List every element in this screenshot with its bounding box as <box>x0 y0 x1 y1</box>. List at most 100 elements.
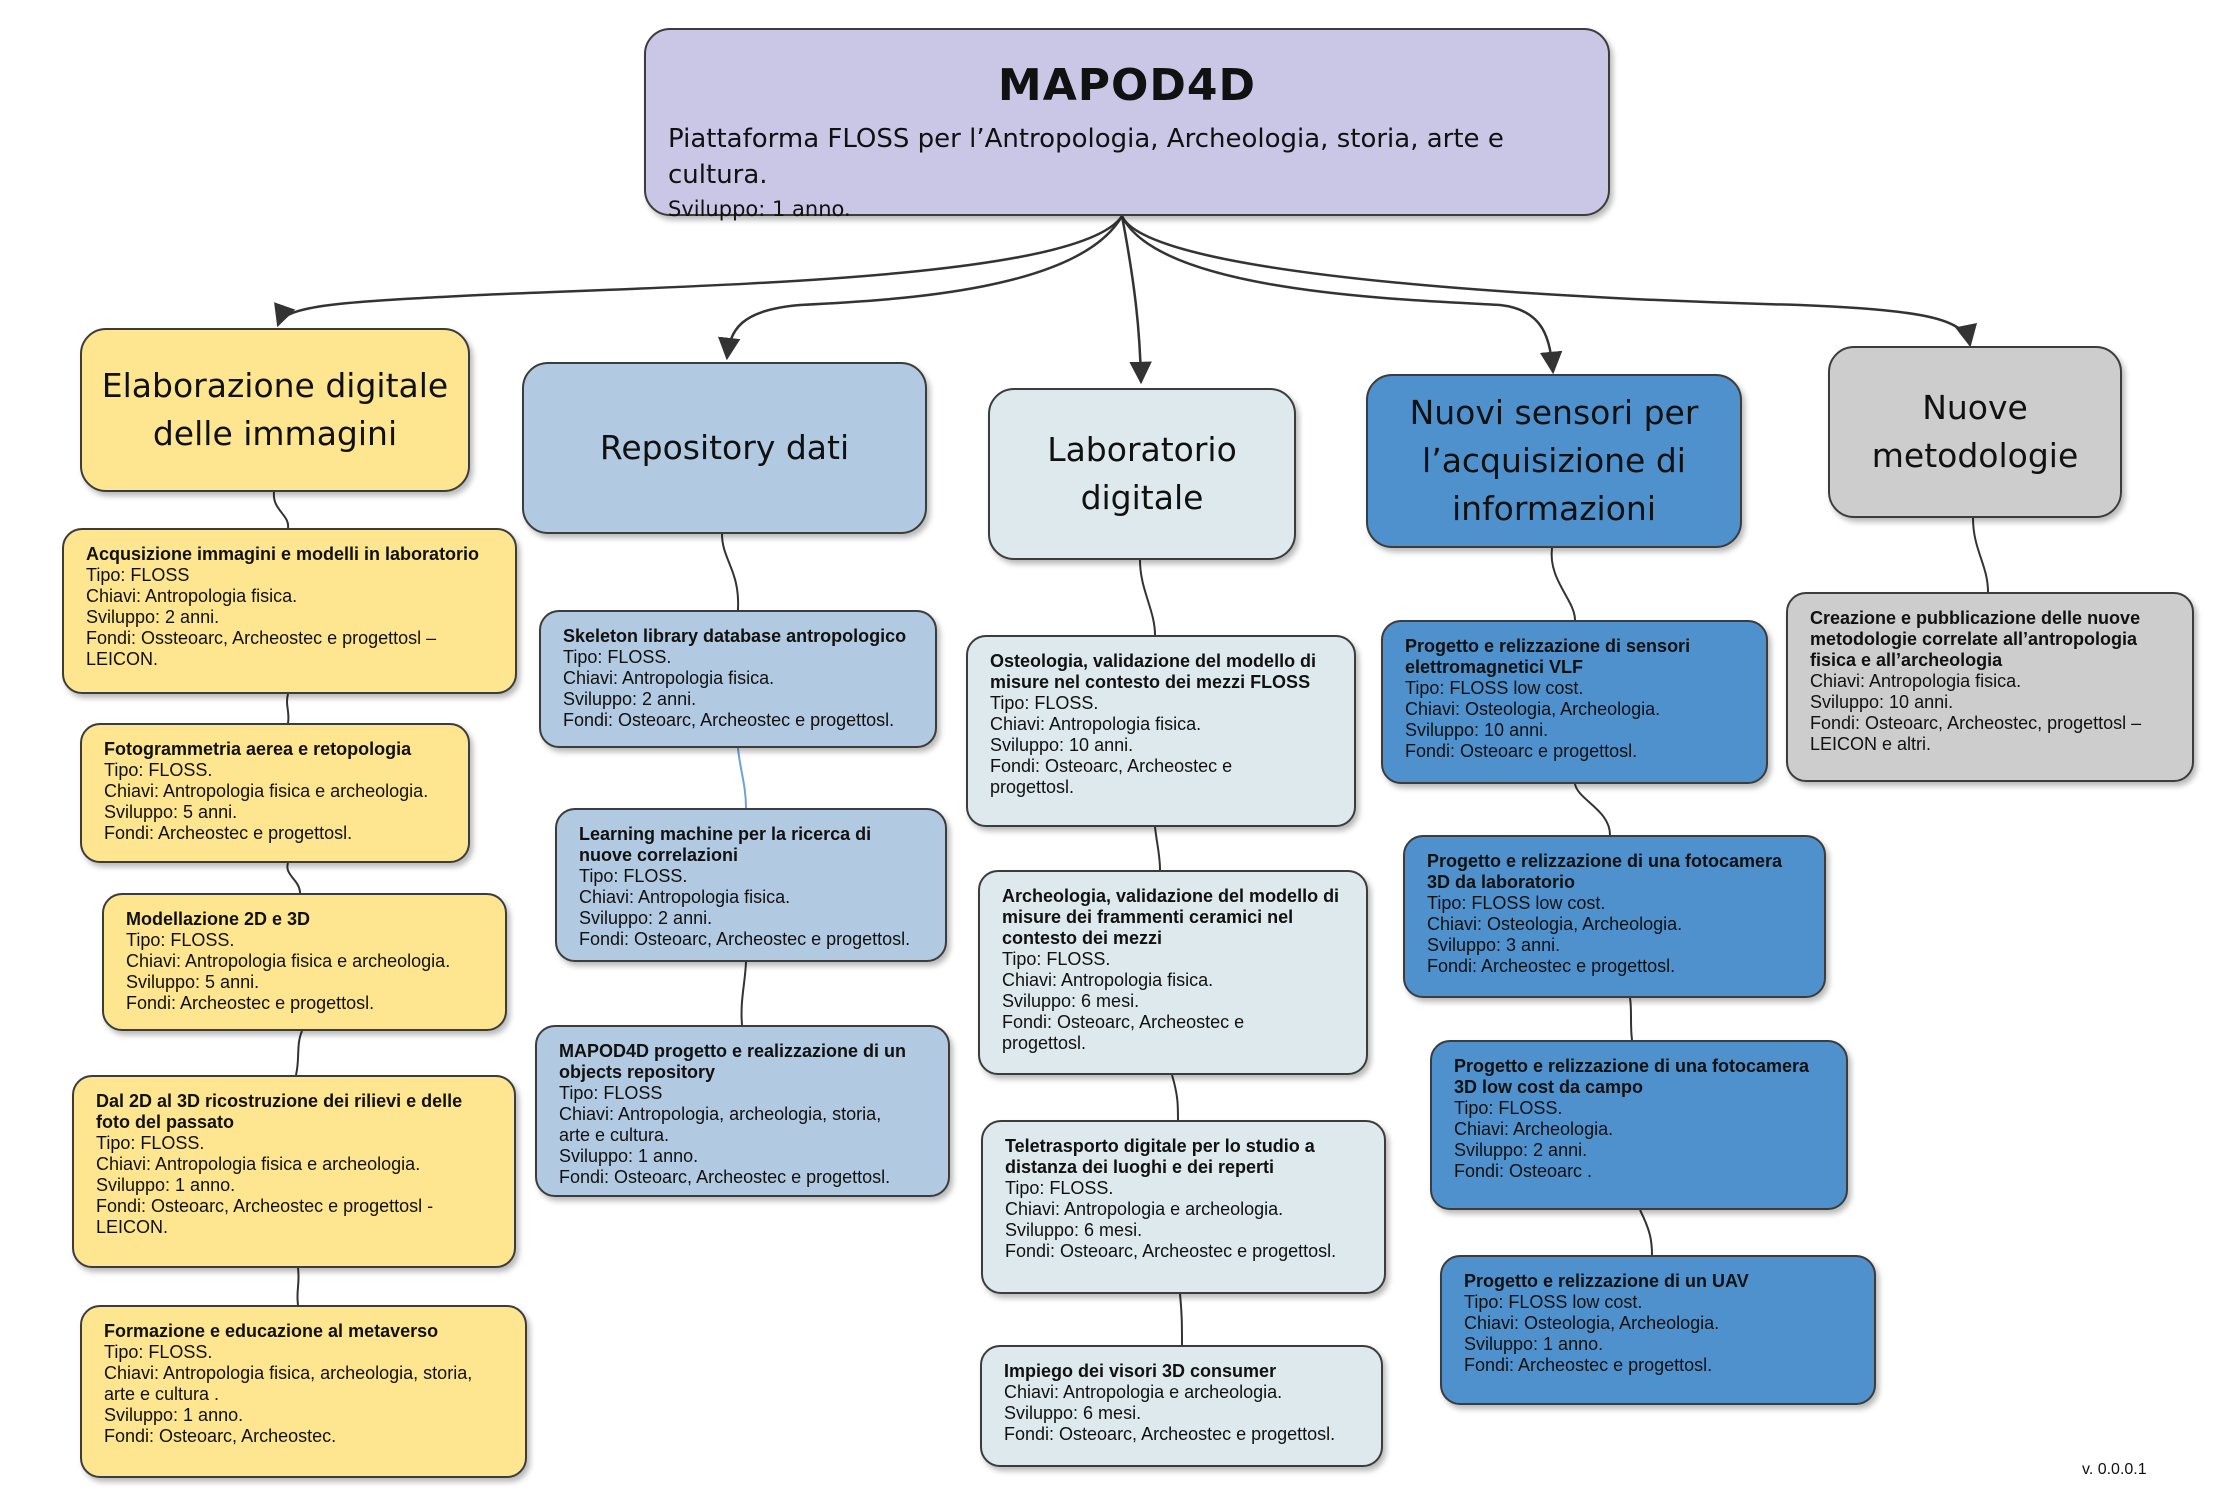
project-detail: Sviluppo: 2 anni. <box>86 607 220 627</box>
project-detail: Fondi: Osteoarc, Archeostec, progettosl … <box>1810 713 2142 733</box>
project-detail: arte e cultura. <box>559 1125 670 1145</box>
connector-c3-3 <box>1179 1293 1183 1346</box>
project-detail: Tipo: FLOSS. <box>990 693 1099 713</box>
project-title: Creazione e pubblicazione delle nuove me… <box>1810 608 2141 670</box>
connector-c4-0 <box>1550 547 1576 621</box>
project-detail: Chiavi: Antropologia fisica. <box>1810 671 2022 691</box>
project-detail: Sviluppo: 2 anni. <box>563 689 697 709</box>
category-nuove-metodologie[interactable]: Nuove metodologie <box>1828 346 2122 518</box>
project-card[interactable]: Osteologia, validazione del modello di m… <box>966 635 1356 827</box>
category-label: Elaborazione digitale delle immagini <box>101 366 449 453</box>
root-box[interactable]: MAPOD4D Piattaforma FLOSS per l’Antropol… <box>644 28 1610 221</box>
project-title: Skeleton library database antropologico <box>563 626 907 646</box>
project-detail: Sviluppo: 1 anno. <box>96 1175 236 1195</box>
connector-root-to-col5 <box>1120 215 1978 348</box>
project-title: MAPOD4D progetto e realizzazione di un o… <box>559 1041 907 1082</box>
category-laboratorio[interactable]: Laboratorio digitale <box>988 388 1296 560</box>
project-detail: Fondi: Osteoarc, Archeostec e progettosl… <box>559 1167 891 1187</box>
category-label: Nuove metodologie <box>1871 388 2079 475</box>
project-title: Fotogrammetria aerea e retopologia <box>104 739 412 759</box>
connector-c4-1 <box>1574 783 1611 836</box>
project-detail: Fondi: Osteoarc, Archeostec e progettosl… <box>579 929 911 949</box>
connector-c4-2 <box>1629 997 1633 1041</box>
category-label: Repository dati <box>599 428 850 467</box>
project-detail: Chiavi: Antropologia fisica e archeologi… <box>96 1154 421 1174</box>
project-card[interactable]: Impiego dei visori 3D consumer Chiavi: A… <box>980 1345 1383 1467</box>
connector-root-to-col1 <box>274 215 1124 328</box>
category-repository[interactable]: Repository dati <box>522 362 927 534</box>
connector-c2-0 <box>721 533 740 611</box>
project-detail: Chiavi: Antropologia e archeologia. <box>1004 1382 1283 1402</box>
project-detail: Fondi: Osteoarc, Archeostec e progettosl… <box>1005 1241 1337 1261</box>
project-detail: Chiavi: Antropologia fisica. <box>86 586 298 606</box>
project-detail: Tipo: FLOSS. <box>1002 949 1111 969</box>
project-card[interactable]: Creazione e pubblicazione delle nuove me… <box>1786 592 2194 782</box>
connector-c1-0 <box>272 491 290 529</box>
project-detail: Fondi: Osteoarc, Archeostec e progettosl… <box>1004 1424 1336 1444</box>
project-title: Progetto e relizzazione di sensori elett… <box>1405 636 1691 677</box>
project-detail: Sviluppo: 6 mesi. <box>1004 1403 1142 1423</box>
project-detail: Chiavi: Antropologia fisica, archeologia… <box>104 1363 473 1383</box>
project-detail: Sviluppo: 1 anno. <box>104 1405 244 1425</box>
project-detail: Tipo: FLOSS. <box>104 1342 213 1362</box>
project-detail: Fondi: Archeostec e progettosl. <box>1427 956 1676 976</box>
project-card[interactable]: Skeleton library database antropologico … <box>539 610 937 748</box>
project-detail: Fondi: Osteoarc, Archeostec e <box>1002 1012 1245 1032</box>
project-title: Progetto e relizzazione di una fotocamer… <box>1454 1056 1810 1097</box>
project-card[interactable]: MAPOD4D progetto e realizzazione di un o… <box>535 1025 950 1197</box>
version-label: v. 0.0.0.1 <box>2082 1461 2147 1478</box>
root-title: MAPOD4D <box>997 60 1257 111</box>
project-card[interactable]: Progetto e relizzazione di una fotocamer… <box>1430 1040 1848 1210</box>
category-elaborazione[interactable]: Elaborazione digitale delle immagini <box>80 328 470 492</box>
project-detail: Sviluppo: 1 anno. <box>559 1146 699 1166</box>
project-detail: Sviluppo: 10 anni. <box>1405 720 1549 740</box>
project-detail: Fondi: Osteoarc, Archeostec e progettosl… <box>563 710 895 730</box>
project-detail: Sviluppo: 5 anni. <box>104 802 238 822</box>
project-title: Progetto e relizzazione di una fotocamer… <box>1427 851 1783 892</box>
project-card[interactable]: Progetto e relizzazione di sensori elett… <box>1381 620 1768 784</box>
project-card[interactable]: Archeologia, validazione del modello di … <box>978 870 1368 1075</box>
project-card[interactable]: Acqusizione immagini e modelli in labora… <box>62 528 517 694</box>
connector-root-to-col3 <box>1120 215 1152 385</box>
project-detail: LEICON e altri. <box>1810 734 1932 754</box>
project-detail: Sviluppo: 6 mesi. <box>1005 1220 1143 1240</box>
project-detail: Tipo: FLOSS low cost. <box>1464 1292 1643 1312</box>
project-title: Formazione e educazione al metaverso <box>104 1321 439 1341</box>
project-title: Dal 2D al 3D ricostruzione dei rilievi e… <box>96 1091 463 1132</box>
connector-root-to-col2 <box>717 215 1124 361</box>
root-development: Sviluppo: 1 anno. <box>668 197 851 221</box>
project-card[interactable]: Learning machine per la ricerca di nuove… <box>555 808 947 962</box>
project-card[interactable]: Progetto e relizzazione di un UAV Tipo: … <box>1440 1255 1876 1405</box>
project-detail: Tipo: FLOSS <box>86 565 190 585</box>
project-detail: Sviluppo: 10 anni. <box>990 735 1134 755</box>
project-title: Impiego dei visori 3D consumer <box>1004 1361 1277 1381</box>
project-card[interactable]: Formazione e educazione al metaverso Tip… <box>80 1305 527 1478</box>
project-detail: Chiavi: Archeologia. <box>1454 1119 1614 1139</box>
project-title: Learning machine per la ricerca di nuove… <box>579 824 872 865</box>
category-nuovi-sensori[interactable]: Nuovi sensori per l’acquisizione di info… <box>1366 374 1742 548</box>
project-title: Archeologia, validazione del modello di … <box>1002 886 1340 948</box>
project-card[interactable]: Teletrasporto digitale per lo studio a d… <box>981 1120 1386 1294</box>
project-card[interactable]: Progetto e relizzazione di una fotocamer… <box>1403 835 1826 998</box>
project-detail: Chiavi: Antropologia fisica e archeologi… <box>104 781 429 801</box>
project-detail: Fondi: Osteoarc . <box>1454 1161 1593 1181</box>
project-detail: Fondi: Archeostec e progettosl. <box>126 993 375 1013</box>
project-detail: Sviluppo: 2 anni. <box>1454 1140 1588 1160</box>
root-subtitle: Piattaforma FLOSS per l’Antropologia, Ar… <box>668 124 1504 190</box>
project-detail: Tipo: FLOSS low cost. <box>1427 893 1606 913</box>
project-card[interactable]: Dal 2D al 3D ricostruzione dei rilievi e… <box>72 1075 516 1268</box>
project-card[interactable]: Modellazione 2D e 3D Tipo: FLOSS. Chiavi… <box>102 893 507 1031</box>
project-detail: Tipo: FLOSS. <box>1454 1098 1563 1118</box>
project-detail: Fondi: Osteoarc e progettosl. <box>1405 741 1638 761</box>
project-detail: Chiavi: Antropologia fisica. <box>1002 970 1214 990</box>
project-card[interactable]: Fotogrammetria aerea e retopologia Tipo:… <box>80 723 470 863</box>
project-detail: Chiavi: Antropologia e archeologia. <box>1005 1199 1284 1219</box>
project-detail: Sviluppo: 6 mesi. <box>1002 991 1140 1011</box>
project-title: Acqusizione immagini e modelli in labora… <box>86 544 480 564</box>
project-detail: Tipo: FLOSS. <box>1005 1178 1114 1198</box>
category-label: Nuovi sensori per l’acquisizione di info… <box>1409 393 1699 528</box>
project-detail: arte e cultura . <box>104 1384 220 1404</box>
project-detail: Fondi: Osteoarc, Archeostec e progettosl… <box>96 1196 434 1216</box>
project-detail: progettosl. <box>990 777 1075 797</box>
project-detail: Tipo: FLOSS. <box>579 866 688 886</box>
